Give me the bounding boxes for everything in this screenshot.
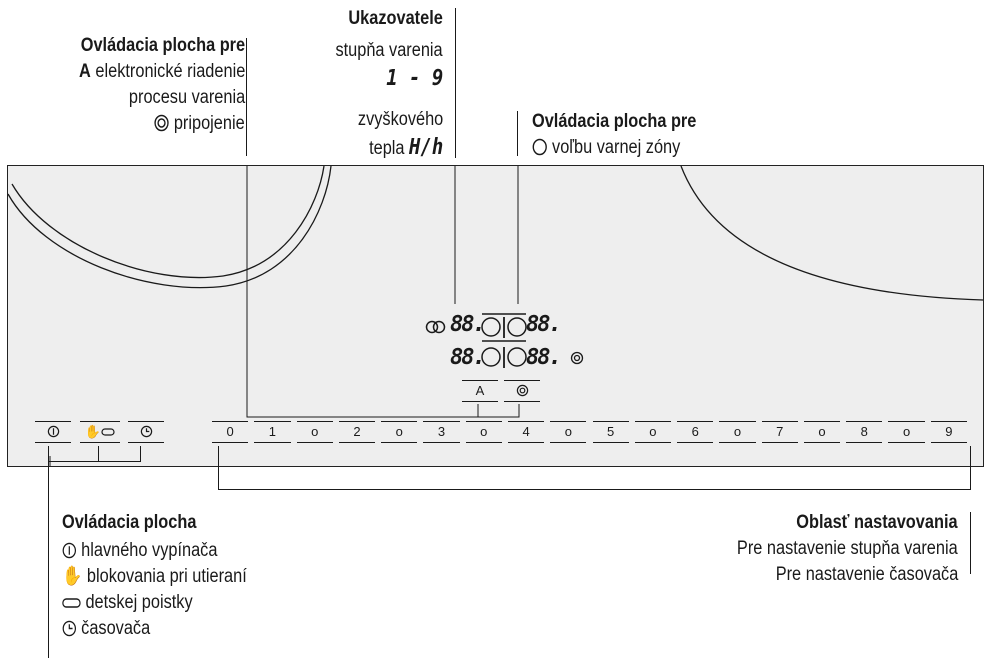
slider-key-5[interactable]: 5 — [592, 421, 630, 443]
leader-line — [455, 8, 456, 158]
slider-key-intermediate[interactable]: o — [296, 421, 334, 443]
timer-key[interactable] — [128, 421, 164, 443]
clock-icon — [140, 425, 152, 438]
zone-3-select-key — [481, 347, 501, 367]
callout-panel-item-main-switch: hlavného vypínača — [62, 538, 217, 564]
callout-zone-title: Ovládacia plocha pre — [532, 111, 697, 132]
slider-key-2[interactable]: 2 — [338, 421, 376, 443]
slider-key-3[interactable]: 3 — [423, 421, 460, 443]
callout-electronic-title: Ovládacia plocha pre — [80, 35, 245, 56]
double-ring-indicator-icon — [570, 351, 584, 365]
key-icon — [101, 428, 115, 436]
slider-key-0[interactable]: 0 — [212, 421, 249, 443]
double-ring-icon — [154, 114, 169, 132]
callout-zone-line2: voľbu varnej zóny — [532, 135, 680, 161]
slider-key-6[interactable]: 6 — [677, 421, 714, 443]
leader-line — [517, 111, 518, 156]
leader-line — [48, 461, 140, 462]
leader-line — [140, 446, 141, 462]
callout-indicators-line5: tepla H/h — [368, 135, 443, 160]
slider-key-4[interactable]: 4 — [507, 421, 545, 443]
power-icon — [62, 542, 77, 559]
slider-key-intermediate[interactable]: o — [719, 421, 756, 443]
leader-line — [98, 446, 99, 462]
display-zone-3-level: 88. — [450, 345, 486, 370]
zone-select-keys — [481, 313, 527, 368]
electronic-control-key[interactable]: A — [462, 380, 498, 402]
slider-key-8[interactable]: 8 — [846, 421, 883, 443]
cooktop-control-panel — [7, 165, 984, 467]
leader-line — [970, 446, 971, 490]
slider-key-intermediate[interactable]: o — [634, 421, 672, 443]
leader-line — [48, 446, 49, 658]
callout-panel-title: Ovládacia plocha — [62, 512, 197, 533]
callout-settings-line3: Pre nastavenie časovača — [775, 564, 958, 585]
callout-electronic-line4: pripojenie — [154, 111, 245, 137]
connect-zone-key[interactable] — [504, 380, 540, 402]
zone-4-select-key — [507, 347, 527, 367]
display-zone-1-level: 88. — [450, 312, 486, 337]
leader-line — [970, 512, 971, 574]
callout-panel-item-child-lock: detskej poistky — [62, 590, 193, 616]
leader-line — [218, 489, 971, 490]
hand-icon: ✋ — [62, 566, 83, 587]
leader-line — [246, 38, 247, 156]
double-zone-icon — [425, 320, 446, 334]
circle-icon — [532, 138, 547, 156]
callout-indicators-range: 1 - 9 — [386, 66, 443, 91]
left-cooking-zone — [11, 166, 325, 279]
key-icon — [62, 598, 81, 608]
left-cooking-zone-inner — [8, 166, 332, 289]
slider-key-1[interactable]: 1 — [254, 421, 291, 443]
callout-electronic-line3: procesu varenia — [128, 87, 245, 108]
right-cooking-zone — [680, 166, 983, 301]
slider-key-7[interactable]: 7 — [761, 421, 799, 443]
double-ring-icon — [516, 384, 528, 397]
slider-key-intermediate[interactable]: o — [888, 421, 925, 443]
power-icon — [47, 425, 59, 438]
callout-panel-item-timer: časovača — [62, 616, 150, 642]
cooking-zone-outlines — [8, 166, 983, 466]
hand-icon: ✋ — [84, 424, 102, 439]
callout-settings-title: Oblasť nastavovania — [796, 512, 958, 533]
callout-indicators-line2: stupňa varenia — [335, 40, 443, 61]
display-zone-4-level: 88. — [526, 345, 562, 370]
callout-indicators-line4: zvyškového — [357, 109, 443, 130]
callout-indicators-title: Ukazovatele — [348, 8, 443, 29]
main-switch-key[interactable] — [35, 421, 71, 443]
display-zone-2-level: 88. — [526, 312, 562, 337]
slider-key-intermediate[interactable]: o — [465, 421, 503, 443]
callout-settings-line2: Pre nastavenie stupňa varenia — [737, 538, 958, 559]
zone-1-select-key — [481, 317, 501, 337]
slider-key-9[interactable]: 9 — [930, 421, 968, 443]
slider-key-intermediate[interactable]: o — [550, 421, 587, 443]
slider-key-intermediate[interactable]: o — [803, 421, 841, 443]
slider-key-intermediate[interactable]: o — [381, 421, 418, 443]
leader-line — [218, 446, 219, 490]
zone-2-select-key — [507, 317, 527, 337]
wipe-lock-child-lock-key[interactable]: ✋ — [80, 421, 120, 443]
callout-electronic-line2: A elektronické riadenie — [78, 61, 245, 82]
callout-panel-item-wipe-lock: ✋ blokovania pri utieraní — [62, 566, 247, 587]
clock-icon — [62, 620, 77, 637]
